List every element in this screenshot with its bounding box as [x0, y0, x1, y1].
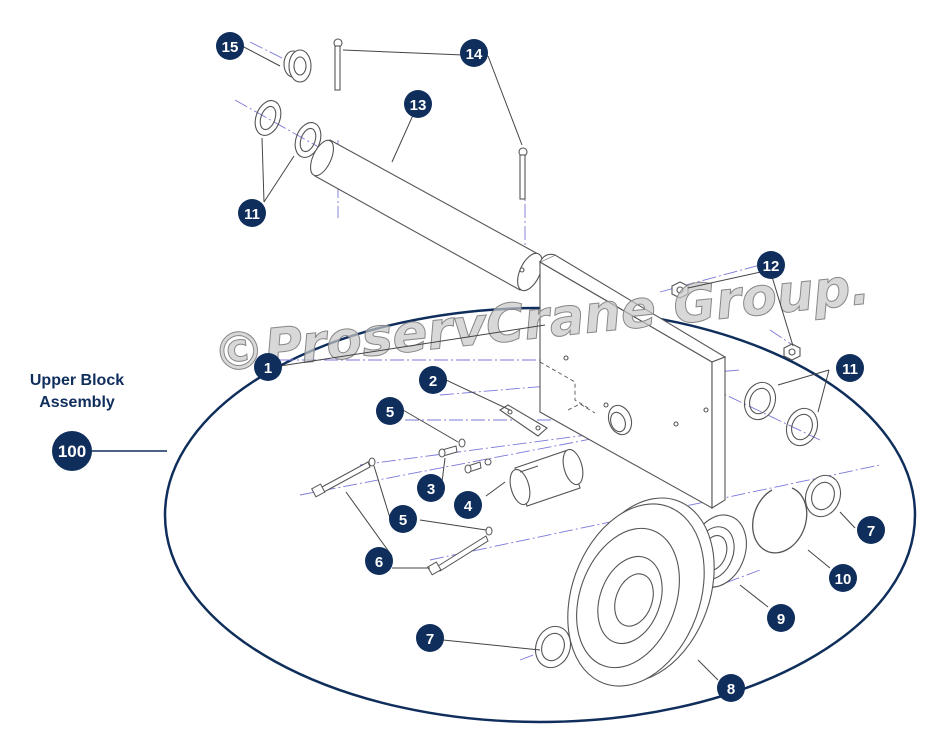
callout-3: 3 [417, 474, 445, 502]
part-5-washers [368, 438, 493, 536]
part-3-screws [438, 445, 492, 474]
svg-text:7: 7 [867, 523, 875, 540]
svg-text:13: 13 [410, 97, 427, 114]
svg-text:3: 3 [427, 481, 435, 498]
callout-5-lower: 5 [389, 505, 417, 533]
svg-text:4: 4 [464, 498, 473, 515]
assembly-number-badge: 100 [52, 431, 92, 471]
callout-11-top: 11 [238, 199, 266, 227]
part-15-bushing [283, 49, 312, 83]
part-8-sheave [567, 497, 715, 687]
svg-text:8: 8 [727, 681, 735, 698]
svg-text:12: 12 [763, 258, 780, 275]
callout-9: 9 [767, 604, 795, 632]
part-13-shaft [310, 139, 543, 292]
svg-text:100: 100 [58, 442, 86, 461]
svg-text:11: 11 [244, 206, 260, 223]
part-4-axle [509, 448, 584, 507]
callout-2: 2 [419, 366, 447, 394]
callout-7-right: 7 [857, 516, 885, 544]
callout-6: 6 [365, 547, 393, 575]
svg-text:2: 2 [429, 373, 437, 390]
svg-text:11: 11 [842, 361, 858, 378]
svg-text:6: 6 [375, 554, 383, 571]
svg-text:14: 14 [466, 46, 483, 63]
svg-text:5: 5 [386, 404, 394, 421]
callout-8: 8 [717, 674, 745, 702]
svg-text:15: 15 [222, 39, 239, 56]
svg-text:9: 9 [777, 611, 785, 628]
callout-12: 12 [757, 251, 785, 279]
part-11-washers-right [743, 381, 819, 447]
assembly-title-line1: Upper Block [29, 372, 125, 389]
part-10-retaining-ring [751, 487, 808, 554]
callout-10: 10 [829, 564, 857, 592]
leader-lines [241, 45, 856, 681]
callout-7-left: 7 [416, 624, 444, 652]
part-7-seals [534, 474, 842, 669]
callout-15: 15 [216, 32, 244, 60]
part-1-side-plate [538, 253, 727, 509]
callout-13: 13 [404, 90, 432, 118]
part-1-hidden-lines [539, 361, 596, 414]
callout-11-right: 11 [836, 354, 864, 382]
part-11-washers-top [254, 100, 322, 158]
assembly-title-line2: Assembly [39, 394, 115, 411]
svg-text:1: 1 [264, 360, 272, 377]
part-14-pins [333, 38, 528, 200]
part-6-bolts [311, 461, 489, 576]
part-12-nuts [671, 281, 801, 361]
svg-text:7: 7 [426, 631, 434, 648]
callout-1: 1 [254, 353, 282, 381]
callout-4: 4 [454, 491, 482, 519]
callout-14: 14 [460, 39, 488, 67]
assembly-title: Upper Block Assembly [14, 370, 140, 414]
svg-text:5: 5 [399, 512, 407, 529]
svg-text:10: 10 [835, 571, 852, 588]
callout-5-upper: 5 [376, 397, 404, 425]
